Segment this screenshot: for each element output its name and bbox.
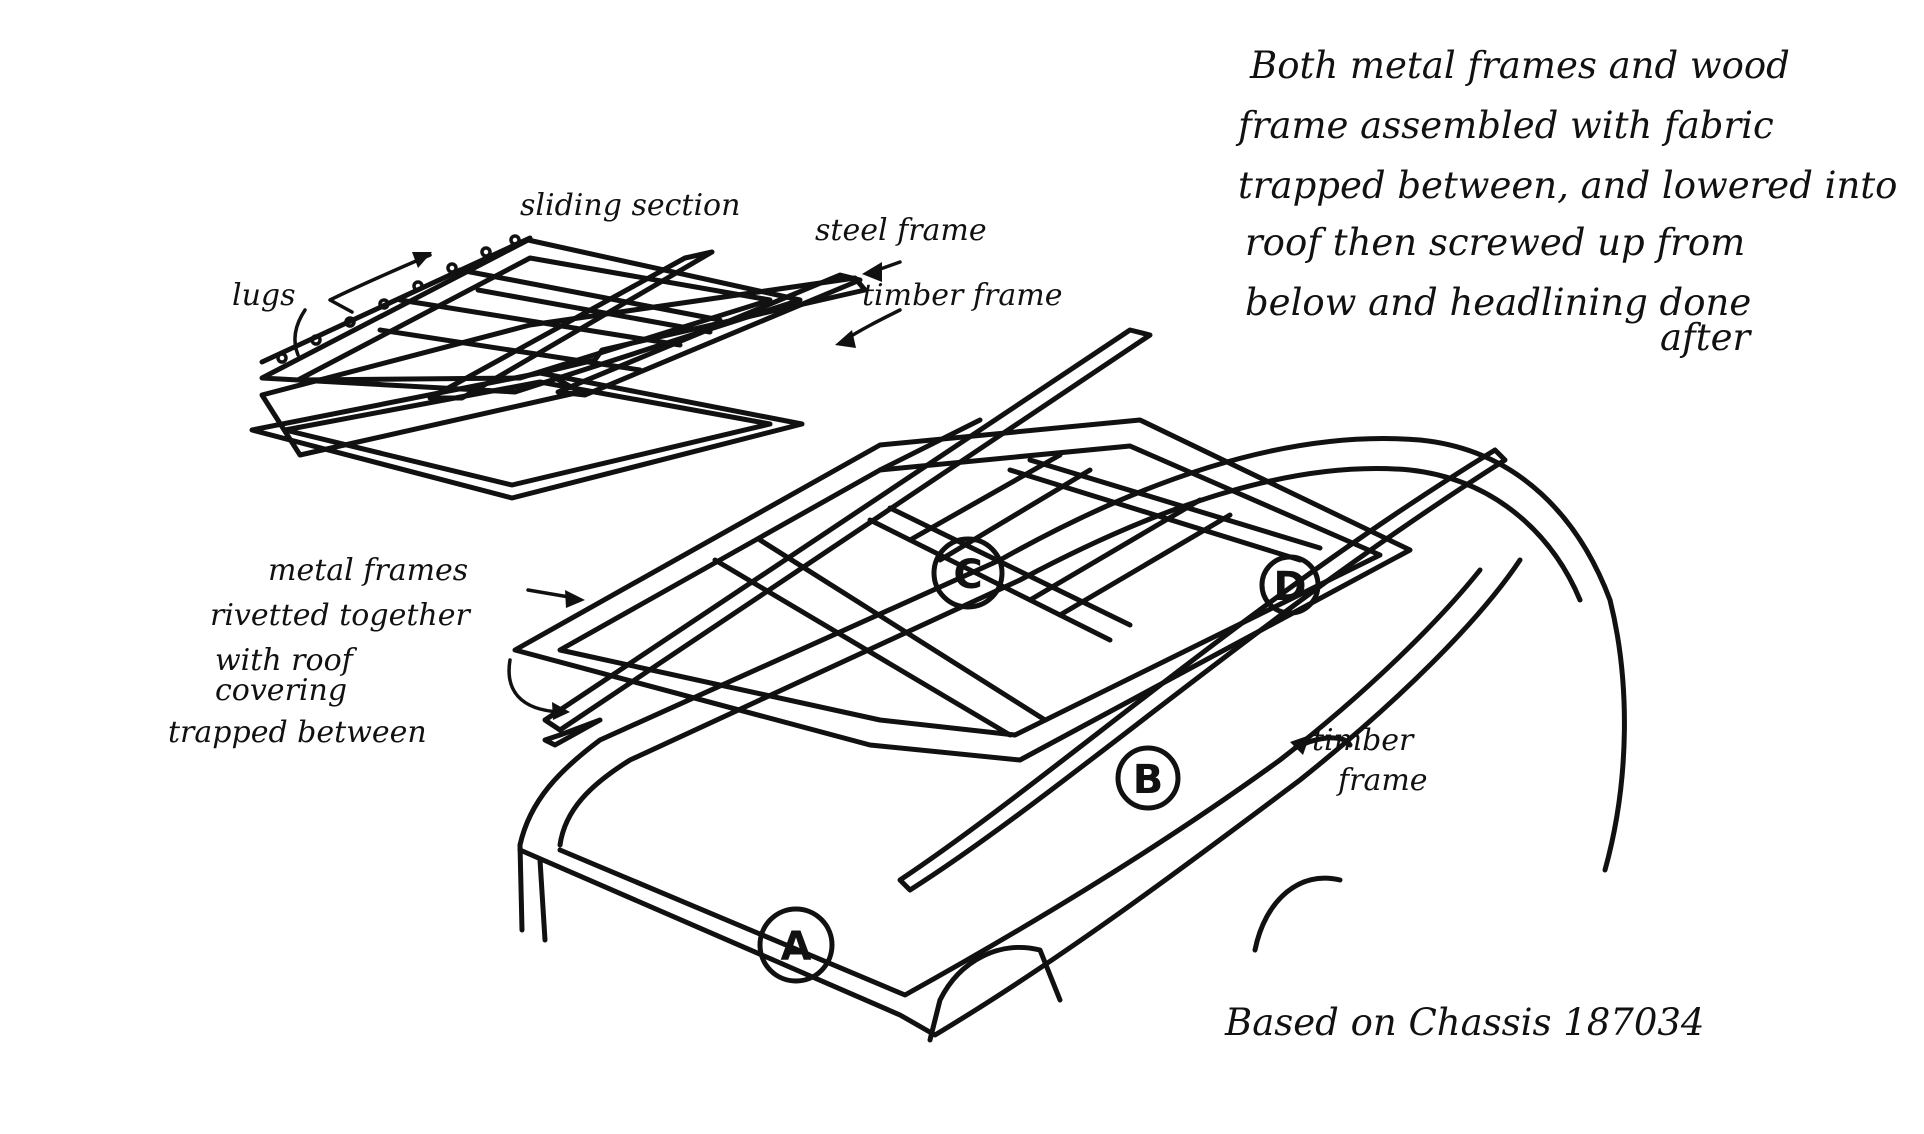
metal-frames-arrow-2: [507, 658, 562, 714]
front-pillar: [517, 842, 548, 943]
label-metal-frames-line-5: trapped between: [168, 715, 427, 750]
label-metal-frames-line-3: with roof: [215, 643, 358, 678]
based-on-chassis-note: Based on Chassis 187034: [1224, 1001, 1704, 1044]
assembly-note-line-3: trapped between, and lowered into: [1238, 164, 1897, 207]
label-metal-frames-line-2: rivetted together: [210, 598, 471, 633]
roof-gutter-inner: [557, 567, 1483, 998]
metal-frames-arrowhead-2: [552, 702, 570, 720]
label-timber-frame-top: timber frame: [862, 278, 1062, 313]
lugs-arrow-down: [293, 308, 307, 357]
exploded-timber-frame: [249, 370, 805, 501]
label-metal-frames: metal frames rivetted together with roof…: [168, 553, 471, 750]
lugs-edge: [259, 235, 533, 365]
label-metal-frames-line-1: metal frames: [268, 553, 468, 588]
callout-b-text: B: [1133, 757, 1164, 803]
rear-pillar: [927, 875, 1343, 1043]
label-metal-frames-line-4: covering: [215, 673, 347, 708]
label-sliding-section: sliding section: [520, 188, 740, 223]
label-timber-bottom-line-1: timber: [1312, 723, 1415, 758]
assembly-note-line-1: Both metal frames and wood: [1249, 44, 1790, 87]
exploded-sliding-frame: [259, 237, 803, 395]
frame-grid-bars: [712, 457, 1323, 738]
frame-cross-bars: [877, 417, 1233, 618]
assembly-note-line-5: below and headlining done: [1245, 281, 1751, 324]
label-steel-frame: steel frame: [815, 213, 987, 248]
assembly-note-line-2: frame assembled with fabric: [1235, 104, 1774, 147]
timber-strip-left: [542, 327, 1153, 733]
callout-a-text: A: [781, 924, 812, 970]
assembly-note: Both metal frames and wood frame assembl…: [1235, 44, 1897, 359]
callout-a: A: [757, 906, 835, 984]
exploded-steel-strip: [555, 272, 863, 398]
callout-c-text: C: [953, 552, 982, 598]
steel-frame-arrowhead: [862, 262, 882, 282]
roof-gutter: [517, 557, 1523, 1038]
label-lugs: lugs: [232, 278, 296, 313]
callout-d-text: D: [1273, 564, 1306, 610]
callout-b: B: [1115, 745, 1181, 811]
exploded-cross-bars: [377, 267, 723, 373]
lugs-arrowhead: [412, 252, 432, 268]
exploded-sliding-strip: [427, 249, 715, 401]
callout-c: C: [931, 536, 1005, 610]
timber-strip-right: [897, 447, 1508, 893]
timber-arrowhead: [1290, 735, 1310, 755]
car-roof-outline: [517, 436, 1627, 873]
label-arrows: [293, 252, 902, 720]
label-timber-frame-bottom: timber frame: [1312, 723, 1428, 798]
assembly-note-line-4: roof then screwed up from: [1245, 221, 1745, 264]
exploded-sunroof-parts: [249, 234, 868, 501]
metal-frames-arrowhead: [565, 590, 585, 608]
metal-strip-lower: [542, 717, 603, 748]
main-roof-panel: [512, 327, 1627, 1043]
timber-top-arrowhead: [835, 330, 856, 348]
timber-top-arrow: [843, 308, 902, 342]
callout-d: D: [1259, 554, 1321, 616]
assembly-note-line-6: after: [1660, 316, 1753, 359]
label-timber-bottom-line-2: frame: [1336, 763, 1428, 798]
